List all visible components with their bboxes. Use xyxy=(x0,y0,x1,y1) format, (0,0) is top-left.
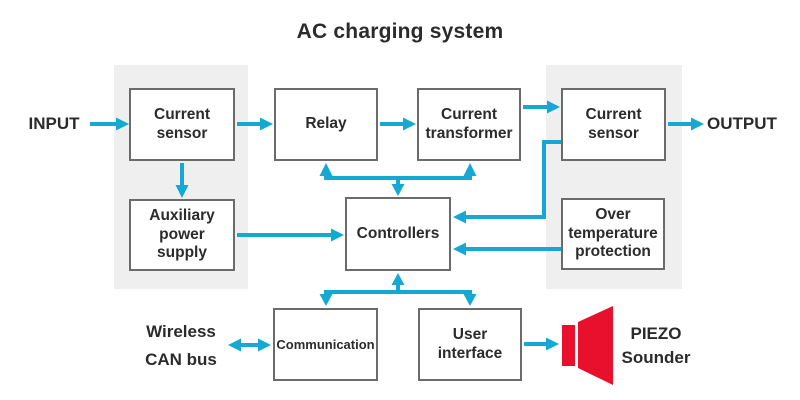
edge-current-sensor-out-to-controllers xyxy=(453,140,561,224)
block-current-sensor-output: Current sensor xyxy=(561,88,666,161)
edge-aux-power-to-controllers xyxy=(237,228,344,242)
block-label: Over temperature protection xyxy=(568,205,658,261)
edge-current-sensor-to-aux-power xyxy=(175,163,189,198)
wireless-label-line2: CAN bus xyxy=(145,350,217,369)
block-current-transformer: Current transformer xyxy=(417,88,521,161)
block-label: Current transformer xyxy=(425,105,513,142)
edge-wireless-to-communication xyxy=(228,338,271,352)
edge-input-to-current-sensor xyxy=(90,117,129,131)
piezo-sounder-icon xyxy=(562,306,613,385)
block-relay: Relay xyxy=(274,88,378,161)
piezo-sounder-label: PIEZO Sounder xyxy=(608,324,704,368)
block-label: Current sensor xyxy=(154,105,210,142)
diagram-title: AC charging system xyxy=(296,20,504,43)
block-communication: Communication xyxy=(273,308,378,381)
input-label: INPUT xyxy=(28,114,80,133)
edge-current-transformer-to-current-sensor-out xyxy=(523,100,560,114)
block-label: Current sensor xyxy=(585,105,642,142)
edge-otp-to-controllers xyxy=(453,242,561,256)
block-current-sensor-input: Current sensor xyxy=(129,88,235,161)
block-label: Relay xyxy=(305,115,347,133)
edge-relay-to-current-transformer xyxy=(380,117,416,131)
edge-controllers-comm-ui-bus xyxy=(319,273,477,306)
edge-controllers-relay-transformer-bus xyxy=(319,163,477,196)
wireless-label-line1: Wireless xyxy=(146,322,216,341)
piezo-label-line1: PIEZO xyxy=(630,324,682,343)
output-label: OUTPUT xyxy=(707,114,777,133)
block-label: Communication xyxy=(276,336,375,352)
block-auxiliary-power-supply: Auxiliary power supply xyxy=(129,199,235,271)
block-label: Auxiliary power supply xyxy=(149,206,215,262)
block-controllers: Controllers xyxy=(345,197,451,271)
wireless-can-bus-label: Wireless CAN bus xyxy=(131,322,231,370)
block-user-interface: User interface xyxy=(418,308,522,381)
piezo-label-line2: Sounder xyxy=(621,348,691,367)
block-label: User interface xyxy=(437,325,503,362)
edge-user-interface-to-piezo xyxy=(524,337,559,351)
block-label: Controllers xyxy=(356,224,440,242)
edge-current-sensor-to-relay xyxy=(237,117,273,131)
edge-current-sensor-out-to-output xyxy=(668,117,704,131)
block-over-temperature-protection: Over temperature protection xyxy=(561,198,665,270)
